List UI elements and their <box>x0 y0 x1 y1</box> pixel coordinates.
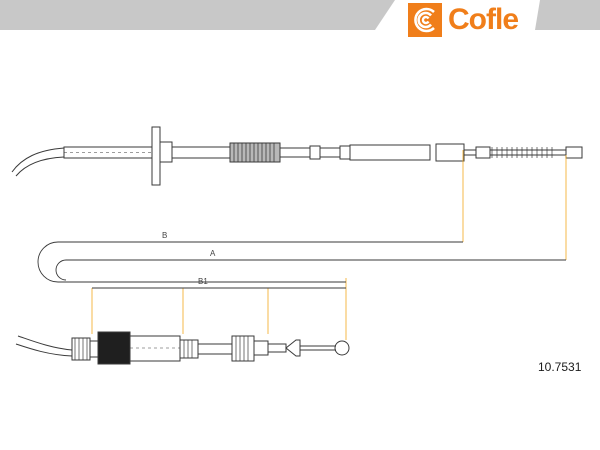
header-band <box>0 0 600 30</box>
dimension-label-a: A <box>210 249 216 258</box>
loop-dimension-lines <box>37 241 566 289</box>
lower-cable-assembly <box>15 331 350 365</box>
dimension-label-b: B <box>162 231 167 240</box>
cofle-logo: Cofle <box>408 3 528 37</box>
cofle-c-logo-icon <box>408 3 442 37</box>
dimension-label-b1: B1 <box>198 277 208 286</box>
cofle-wordmark: Cofle <box>448 3 519 36</box>
dimension-lines <box>91 150 567 340</box>
part-number: 10.7531 <box>538 360 582 374</box>
upper-cable-assembly <box>11 126 583 186</box>
